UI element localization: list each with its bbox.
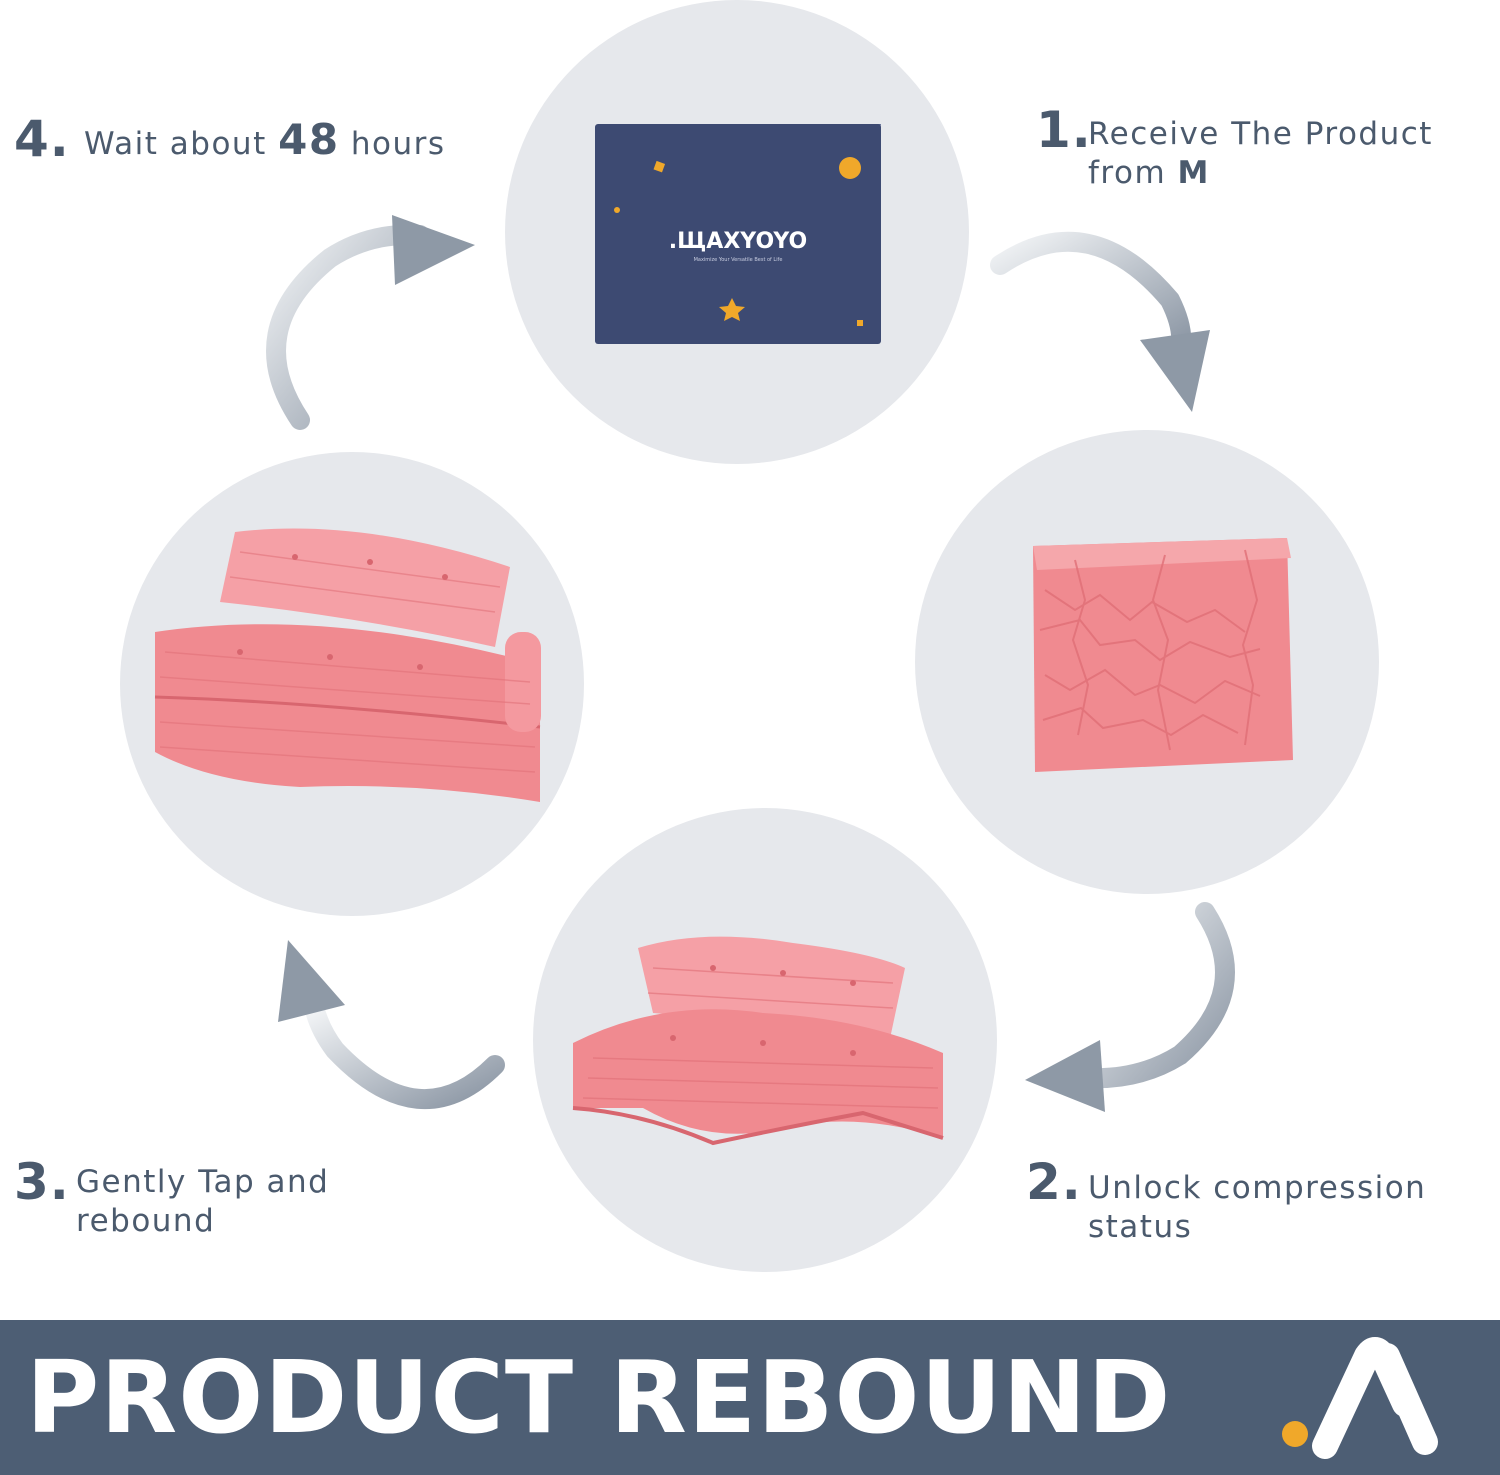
step-3-line1: Gently Tap and — [76, 1164, 330, 1200]
banner-title: PRODUCT REBOUND — [26, 1339, 1172, 1456]
step-3-label: 3. Gently Tap and rebound — [14, 1155, 374, 1255]
title-banner: PRODUCT REBOUND — [0, 1320, 1500, 1475]
cycle-arrows — [266, 215, 1235, 1112]
compressed-cushion-image — [1033, 538, 1293, 772]
partial-sofa-image — [572, 936, 944, 1146]
step-4-hours-value: 48 — [278, 115, 340, 164]
step-1-line1: Receive The Product — [1088, 116, 1433, 152]
step-1-brand-letter: M — [1177, 155, 1210, 191]
rebound-diagram: .ЩAXYOYO Maximize Your Versatile Best of… — [14, 0, 1486, 1272]
box-brand-text: .ЩAXYOYO — [669, 229, 807, 254]
curved-arrow-icon — [1025, 902, 1235, 1112]
step-circle-partial — [533, 808, 997, 1272]
step-4-suffix: hours — [339, 126, 446, 162]
step-2-number: 2. — [1026, 1153, 1082, 1211]
brand-logo-icon — [1282, 1337, 1438, 1459]
packaged-box-image: .ЩAXYOYO Maximize Your Versatile Best of… — [595, 124, 881, 344]
step-2-label: 2. Unlock compression status — [1026, 1155, 1486, 1255]
step-3-number: 3. — [14, 1153, 70, 1211]
curved-arrow-icon — [266, 215, 475, 430]
step-1-line2: from — [1088, 155, 1178, 191]
curved-arrow-icon — [990, 231, 1210, 412]
step-4-prefix: Wait about — [84, 126, 279, 162]
box-tagline-text: Maximize Your Versatile Best of Life — [694, 257, 783, 263]
step-1-number: 1. — [1036, 101, 1092, 159]
step-1-label: 1. Receive The Product from M — [1036, 103, 1476, 203]
step-3-line2: rebound — [76, 1203, 216, 1239]
step-4-label: 4. Wait about 48 hours — [14, 112, 474, 172]
curved-arrow-icon — [278, 940, 505, 1110]
step-circle-compressed — [915, 430, 1379, 894]
step-circle-box: .ЩAXYOYO Maximize Your Versatile Best of… — [505, 0, 969, 464]
step-circle-full — [120, 452, 584, 916]
step-4-number: 4. — [14, 110, 70, 168]
full-sofa-image — [154, 528, 541, 802]
step-2-line1: Unlock compression — [1088, 1170, 1427, 1206]
step-2-line2: status — [1088, 1209, 1193, 1245]
